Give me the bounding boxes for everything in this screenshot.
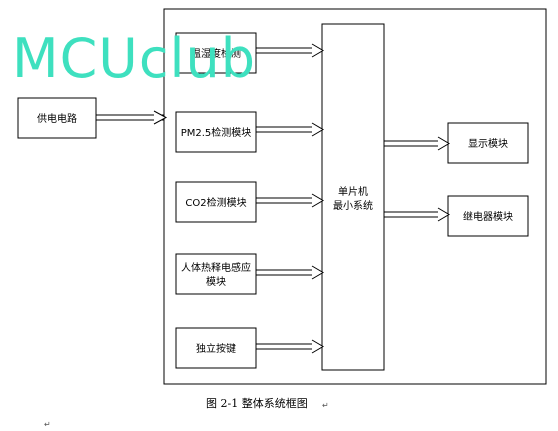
arrow-pm25-to-mcu xyxy=(256,122,324,137)
relay-label: 继电器模块 xyxy=(463,210,513,223)
power-supply-block: 供电电路 xyxy=(17,97,97,139)
co2-block: CO2检测模块 xyxy=(175,181,257,223)
arrow-co2-to-mcu xyxy=(256,193,324,208)
paragraph-mark-empty-line: ↵ xyxy=(44,420,51,429)
arrow-temp-to-mcu xyxy=(256,43,324,58)
pm25-block: PM2.5检测模块 xyxy=(175,111,257,153)
watermark-logo: MCUclub xyxy=(12,27,256,90)
arrow-button-to-mcu xyxy=(256,339,324,354)
relay-block: 继电器模块 xyxy=(447,195,529,237)
button-label: 独立按键 xyxy=(196,342,236,355)
paragraph-mark-caption: ↵ xyxy=(322,401,329,410)
pir-label-line1: 人体热释电感应 xyxy=(181,261,251,274)
arrow-mcu-to-relay xyxy=(384,207,450,222)
arrow-mcu-to-display xyxy=(384,136,450,151)
power-supply-label: 供电电路 xyxy=(37,112,77,125)
temp-humidity-label: 温湿度检测 xyxy=(191,47,241,60)
pm25-label: PM2.5检测模块 xyxy=(181,126,252,139)
power-supply-arrow xyxy=(96,110,168,125)
pir-block: 人体热释电感应 模块 xyxy=(175,253,257,295)
display-block: 显示模块 xyxy=(447,122,529,164)
mcu-block: 单片机 最小系统 xyxy=(321,23,385,371)
system-frame xyxy=(163,8,547,385)
mcu-label-line2: 最小系统 xyxy=(333,199,373,212)
display-label: 显示模块 xyxy=(468,138,508,150)
figure-caption: 图 2-1 整体系统框图 xyxy=(206,396,308,410)
mcu-label-line1: 单片机 xyxy=(338,185,368,198)
co2-label: CO2检测模块 xyxy=(185,196,246,209)
arrow-pir-to-mcu xyxy=(256,265,324,280)
button-block: 独立按键 xyxy=(175,327,257,369)
pir-label-line2: 模块 xyxy=(206,276,226,288)
